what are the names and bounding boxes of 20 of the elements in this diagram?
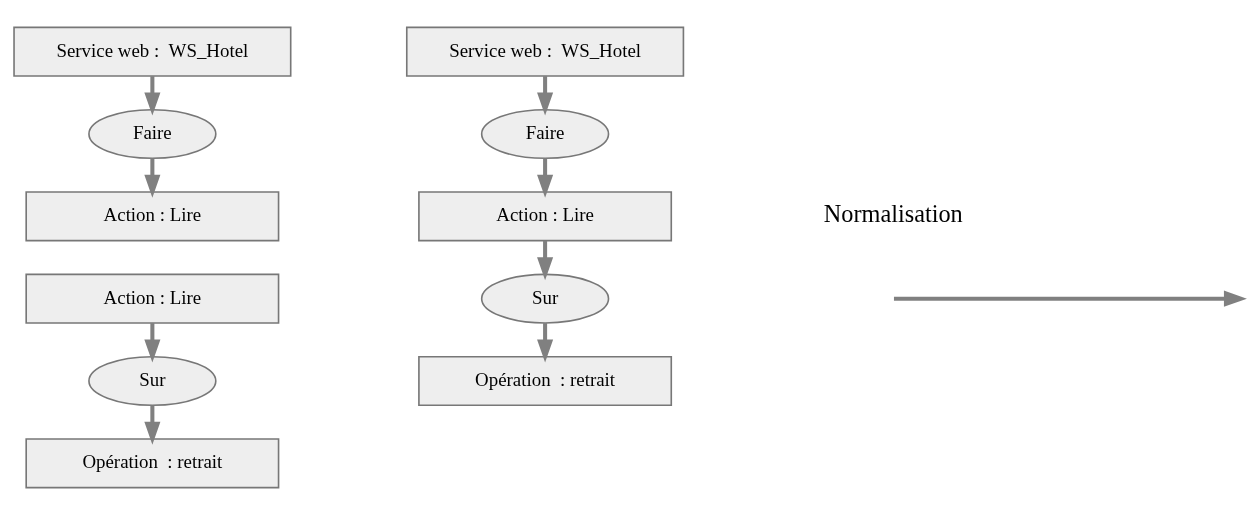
node-ellipse: Sur (480, 273, 610, 324)
arrow (144, 76, 161, 116)
node-ellipse: Faire (480, 108, 610, 160)
node-box: Service web : WS_Hotel (405, 26, 685, 77)
arrow (537, 158, 554, 198)
arrow (537, 76, 554, 116)
arrow (144, 158, 161, 198)
node-ellipse: Faire (88, 108, 217, 160)
node-box: Action : Lire (418, 191, 673, 242)
node-box: Action : Lire (25, 273, 280, 324)
node-box: Service web : WS_Hotel (13, 26, 292, 77)
arrow (537, 323, 554, 363)
arrow (537, 240, 554, 281)
node-box: Opération : retrait (418, 355, 673, 407)
arrow (144, 323, 161, 363)
node-box: Opération : retrait (25, 438, 280, 489)
arrow (144, 405, 161, 445)
node-box: Action : Lire (25, 191, 280, 242)
node-ellipse: Sur (88, 355, 217, 407)
label: Normalisation (823, 200, 963, 228)
